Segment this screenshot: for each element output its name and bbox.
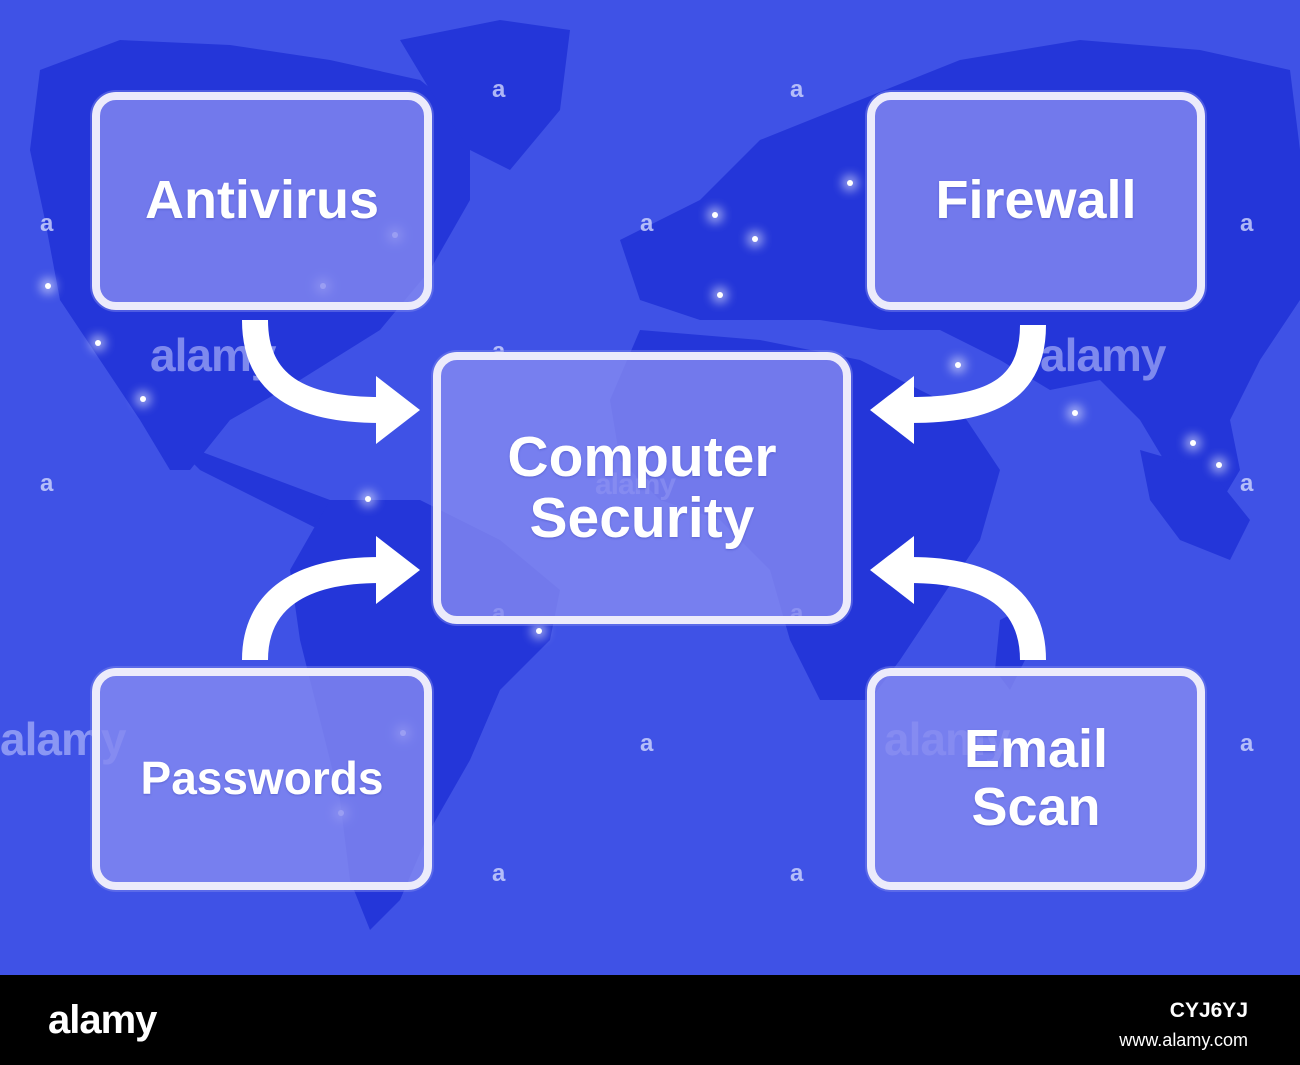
- footer-bar: [0, 975, 1300, 1065]
- node-firewall: Firewall: [867, 92, 1205, 310]
- watermark-letter: a: [492, 860, 506, 887]
- watermark-letter: a: [790, 76, 804, 103]
- central-america-landmass: [170, 440, 350, 530]
- city-light: [45, 283, 51, 289]
- watermark-letter: a: [1240, 210, 1254, 237]
- watermark-letter: a: [492, 76, 506, 103]
- arrow-passwords-to-center: [242, 557, 381, 661]
- watermark-letter: a: [1240, 730, 1254, 757]
- city-light: [752, 236, 758, 242]
- watermark-letter: a: [40, 470, 54, 497]
- node-email-scan: Email Scan: [867, 668, 1205, 890]
- city-light: [365, 496, 371, 502]
- arrow-firewall-to-center: [909, 324, 1046, 423]
- node-label-line: Email: [963, 719, 1109, 780]
- node-label: Antivirus: [144, 170, 380, 231]
- node-label-line: Security: [529, 486, 755, 550]
- city-light: [847, 180, 853, 186]
- city-light: [140, 396, 146, 402]
- node-label-line: Computer: [507, 425, 777, 490]
- greenland-landmass: [400, 20, 570, 170]
- city-light: [955, 362, 961, 368]
- city-light: [536, 628, 542, 634]
- node-computer-security: Computer Security: [433, 352, 851, 624]
- watermark-letter: a: [1240, 470, 1254, 497]
- site-url: www.alamy.com: [1119, 1030, 1248, 1050]
- city-light: [717, 292, 723, 298]
- city-light: [712, 212, 718, 218]
- watermark: alamy: [1040, 329, 1166, 381]
- node-passwords: Passwords: [92, 668, 432, 890]
- image-id: CYJ6YJ: [1169, 999, 1248, 1022]
- watermark-letter: a: [790, 860, 804, 887]
- node-label: Firewall: [935, 170, 1137, 231]
- arrowhead: [870, 376, 914, 444]
- arrowhead: [376, 376, 420, 444]
- southeast-asia-landmass: [1140, 450, 1250, 560]
- node-antivirus: Antivirus: [92, 92, 432, 310]
- watermark-letter: a: [640, 210, 654, 237]
- arrow-antivirus-to-center: [242, 319, 381, 423]
- arrowhead: [376, 536, 420, 604]
- watermark-letter: a: [640, 730, 654, 757]
- arrowhead: [870, 536, 914, 604]
- city-light: [1216, 462, 1222, 468]
- city-light: [1190, 440, 1196, 446]
- node-label: Passwords: [140, 752, 384, 805]
- arrows-layer: [242, 319, 1046, 661]
- city-light: [95, 340, 101, 346]
- node-label-line: Scan: [971, 777, 1101, 837]
- watermark-letter: a: [40, 210, 54, 237]
- footer-logo: alamy: [48, 998, 157, 1042]
- arrow-email-to-center: [909, 557, 1046, 661]
- city-light: [1072, 410, 1078, 416]
- diagram-canvas: alamy alamy alamy alamy alamy a a a a a …: [0, 0, 1300, 975]
